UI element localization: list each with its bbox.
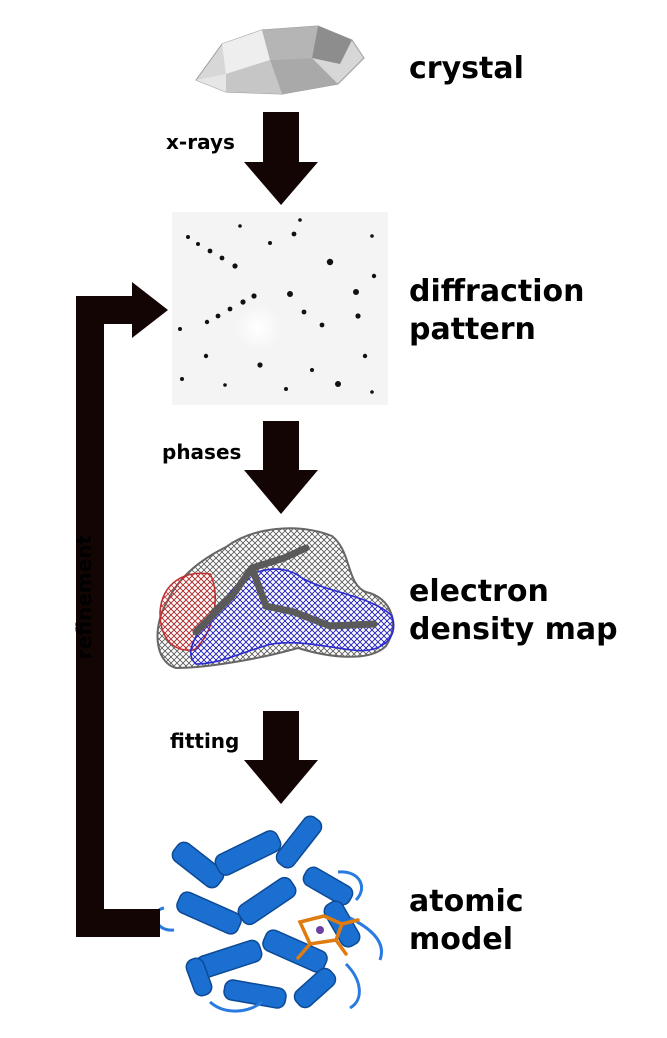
atomic-model-image <box>154 815 383 1013</box>
crystal-image <box>195 25 365 95</box>
step-label-xrays: x-rays <box>166 130 235 154</box>
stage-label-electron-line-2: density map <box>409 612 618 647</box>
stage-label-diffraction-line-2: pattern <box>409 312 536 347</box>
step-label-refinement: refinement <box>72 534 96 660</box>
diffraction-pattern-image <box>172 212 388 405</box>
stage-label-atomic-model: atomic model <box>409 883 524 959</box>
step-label-phases: phases <box>162 440 242 464</box>
stage-label-crystal-line: crystal <box>409 51 524 86</box>
stage-label-atomic-line-1: atomic <box>409 884 524 919</box>
stage-label-diffraction-line-1: diffraction <box>409 274 585 309</box>
electron-density-map-image <box>156 527 395 670</box>
stage-label-atomic-line-2: model <box>409 922 513 957</box>
fitting-arrow <box>244 711 318 804</box>
phases-arrow <box>244 421 318 514</box>
stage-label-crystal: crystal <box>409 50 524 88</box>
step-label-fitting: fitting <box>170 729 240 753</box>
stage-label-electron-density-map: electron density map <box>409 573 618 649</box>
stage-label-electron-line-1: electron <box>409 574 549 609</box>
stage-label-diffraction-pattern: diffraction pattern <box>409 273 584 349</box>
xrays-arrow <box>244 112 318 205</box>
refinement-arrow <box>76 282 168 937</box>
